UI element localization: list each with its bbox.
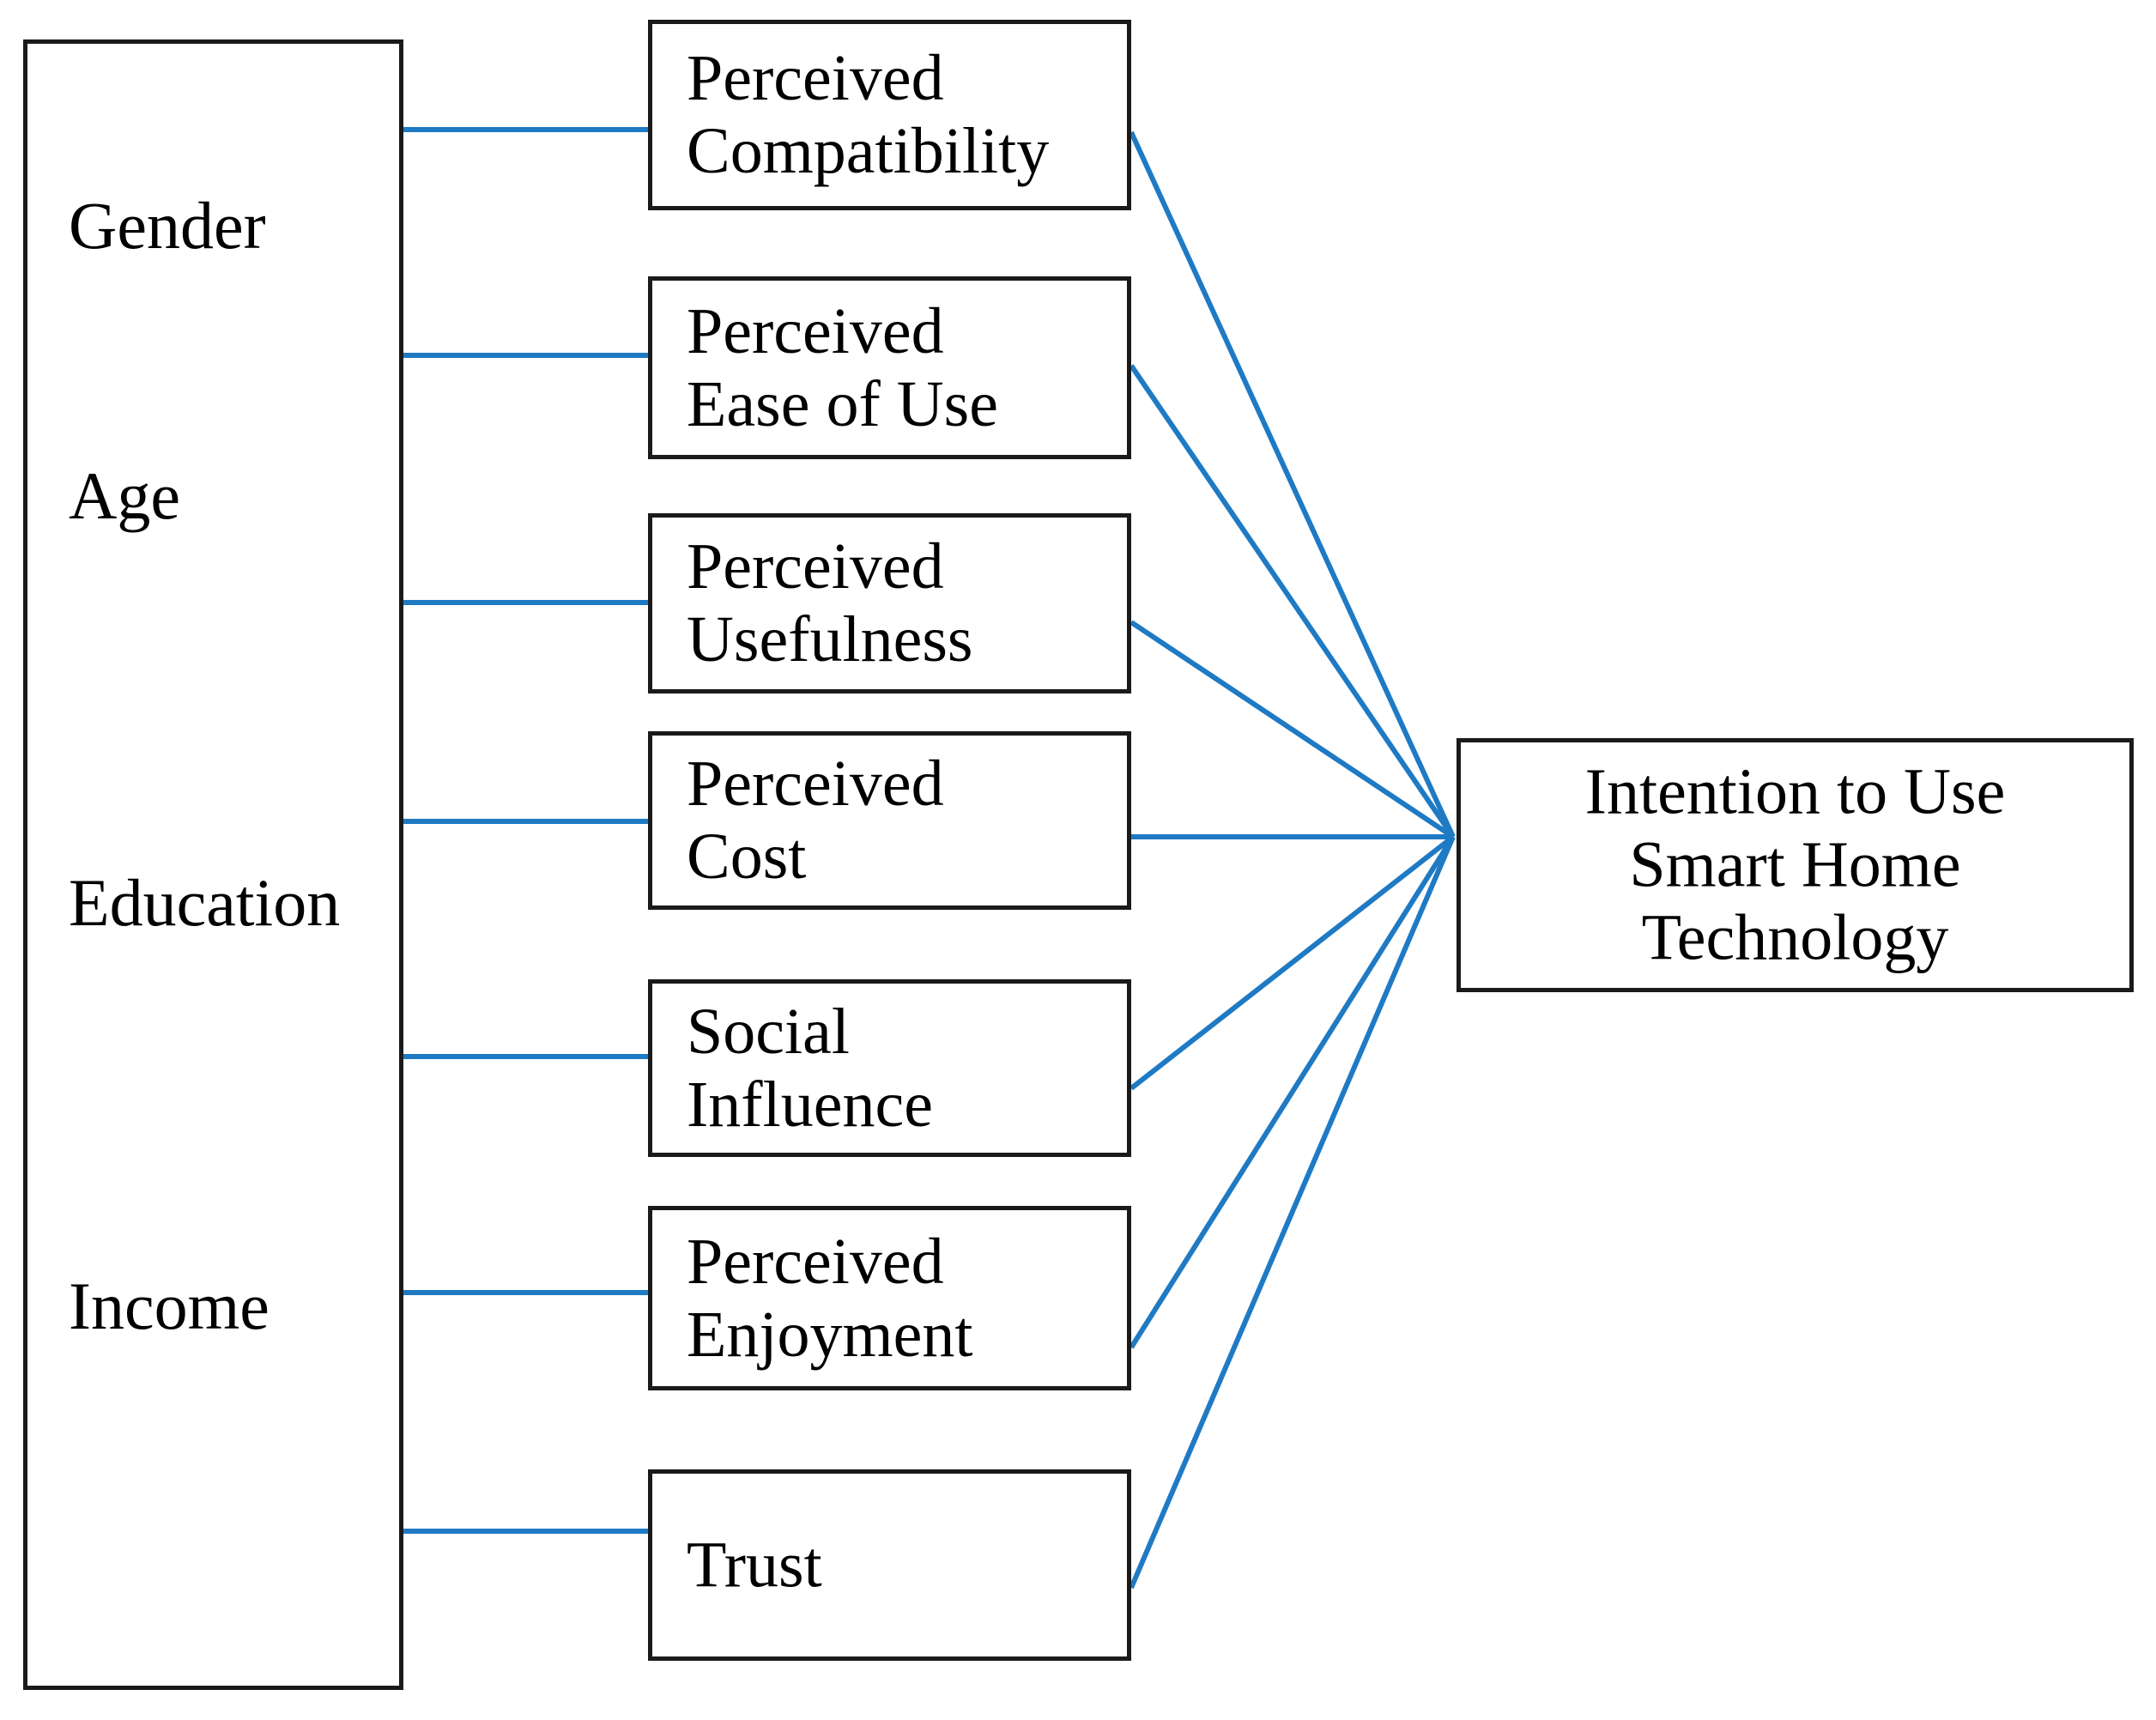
construct-node-label: Social Influence — [687, 995, 933, 1141]
construct-node-label: Perceived Compatibility — [687, 41, 1050, 187]
demographics-group-box[interactable] — [23, 39, 403, 1690]
construct-node-label: Perceived Enjoyment — [687, 1225, 973, 1371]
demographic-connector-lines — [403, 127, 648, 1534]
construct-node-label: Trust — [687, 1528, 822, 1601]
construct-outcome-connector-1 — [1129, 364, 1456, 839]
demographic-label-1: Age — [69, 458, 180, 533]
demographic-label-0: Gender — [69, 188, 266, 263]
construct-node-3[interactable]: Perceived Cost — [648, 731, 1131, 910]
construct-outcome-connector-6 — [1129, 835, 1456, 1590]
demographic-label-2: Education — [69, 865, 341, 940]
construct-to-outcome-lines — [1129, 130, 1456, 1590]
construct-node-5[interactable]: Perceived Enjoyment — [648, 1206, 1131, 1390]
construct-node-label: Perceived Usefulness — [687, 530, 973, 675]
construct-outcome-connector-0 — [1129, 130, 1456, 839]
construct-node-label: Perceived Cost — [687, 747, 944, 893]
construct-node-4[interactable]: Social Influence — [648, 979, 1131, 1157]
construct-outcome-connector-4 — [1129, 834, 1455, 1091]
construct-node-0[interactable]: Perceived Compatibility — [648, 20, 1131, 210]
outcome-node-intention-to-use[interactable]: Intention to Use Smart Home Technology — [1457, 738, 2134, 992]
outcome-node-label: Intention to Use Smart Home Technology — [1584, 755, 2006, 974]
construct-outcome-connector-5 — [1129, 835, 1456, 1349]
construct-outcome-connector-2 — [1129, 620, 1455, 839]
construct-node-1[interactable]: Perceived Ease of Use — [648, 276, 1131, 459]
construct-node-label: Perceived Ease of Use — [687, 294, 998, 440]
construct-node-6[interactable]: Trust — [648, 1469, 1131, 1661]
demographic-label-3: Income — [69, 1269, 270, 1343]
construct-node-2[interactable]: Perceived Usefulness — [648, 513, 1131, 693]
